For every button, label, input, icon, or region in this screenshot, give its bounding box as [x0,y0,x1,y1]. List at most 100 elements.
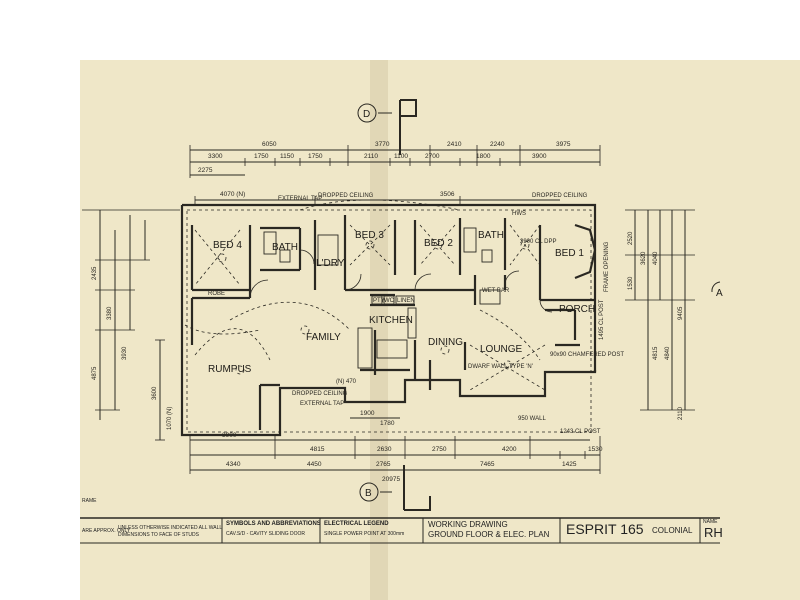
dimensions-right: 2520 3620 4040 1530 4840 9405 4815 2110 [628,231,684,420]
room-robe: ROBE [208,291,225,297]
grid-marker-d-label: D [363,109,370,120]
title-note-approx: ARE APPROX. ONLY [82,528,131,534]
dimension-lines-bottom [189,417,601,474]
symbols-row-1: CAV.S/D - CAVITY SLIDING DOOR [226,531,305,537]
door-swings [249,249,553,313]
drawing-ref: RH [704,525,723,540]
project-name: ESPRIT 165 [566,521,644,537]
dim-bottom1-2: 2630 [377,446,392,453]
grid-marker-a-label: A [716,288,723,299]
dim-top2-2: 1150 [280,153,294,160]
grid-marker-d [357,99,417,155]
dim-left-4: 3600 [152,386,158,400]
note-hws: HWS [512,211,526,217]
title-side-label: RAME [82,498,97,504]
dim-bottom-total: 20975 [382,476,400,483]
grid-marker-labels: D B A [363,109,723,499]
room-wc: WC [384,298,395,304]
dim-top3-0: 2275 [198,167,213,174]
room-bed3: BED 3 [355,230,384,241]
note-wall: 950 WALL [518,416,546,422]
dim-top2-0: 3300 [208,153,223,160]
title-block [80,517,720,544]
note-cl-post: 1495 CL POST [599,299,605,340]
dim-right-2: 4040 [653,251,659,265]
room-labels: BED 4 BATH L'DRY BED 3 BED 2 BATH BED 1 … [208,230,595,375]
project-style: COLONIAL [652,526,693,535]
dim-right-6: 4815 [653,346,659,360]
dim-right-5: 9405 [678,306,684,320]
building-walls [180,203,597,437]
title-note-1: UNLESS OTHERWISE INDICATED ALL WALL [118,525,223,531]
note-post: 1243 CL POST [560,429,601,435]
room-lounge: LOUNGE [480,344,523,355]
dim-bottom1-1: 4815 [310,446,325,453]
room-laundry: L'DRY [316,258,345,269]
dimensions-left: 2435 3380 3930 4875 3600 1070 (N) [92,266,173,430]
room-family: FAMILY [306,332,341,343]
note-external-tap: EXTERNAL TAP [278,196,322,202]
drawing-title-line-1: WORKING DRAWING [428,520,508,529]
room-bed2: BED 2 [424,238,453,249]
dim-top1-4: 3975 [556,141,571,148]
dim-bottom1-3: 2750 [432,446,447,453]
note-dropped-ceiling-2: DROPPED CEILING [532,193,588,199]
note-opening: (N) 470 [336,379,357,385]
room-bed1: BED 1 [555,248,584,259]
dim-bottom2-2: 2765 [376,461,391,468]
room-porch: PORCH [559,304,595,315]
dim-top2-8: 3900 [532,153,547,160]
fixtures [263,227,501,369]
grid-marker-a [711,281,721,293]
note-chamfered-post: 90x90 CHAMFERED POST [550,352,624,358]
electrical-legend-row-1: SINGLE POWER POINT AT 300mm [324,531,405,537]
dim-top4-0: 4070 (N) [220,191,245,198]
dim-bottom2-5: 1530 [588,446,603,453]
title-note-2: DIMENSIONS TO FACE OF STUDS [118,532,199,538]
dim-right-4: 4840 [665,346,671,360]
dimension-lines-right [625,209,695,411]
dim-bottom1-0: 3900 [222,432,237,439]
dim-top1-0: 6050 [262,141,277,148]
note-cl-dpp: 2900 CL DPP [520,239,556,245]
note-external-tap-2: EXTERNAL TAP [300,401,344,407]
dim-left-1: 3380 [107,306,113,320]
room-pantry: PTY [373,298,385,304]
note-frame-opening: FRAME OPENING [604,241,610,292]
dim-bottom2-4: 1425 [562,461,577,468]
paper-fold-shadow [370,60,388,600]
dim-top2-7: 1800 [476,153,491,160]
dim-top1-1: 3770 [375,141,390,148]
dim-left-0: 2435 [92,266,98,280]
dim-bottom-small-1: 1780 [380,420,395,427]
dim-bottom2-3: 7465 [480,461,495,468]
room-bath-2: BATH [478,230,504,241]
electrical-legend-title: ELECTRICAL LEGEND [324,521,389,527]
ref-label: NAME [703,519,718,525]
dimension-lines-left [82,209,180,441]
dimensions-bottom: 3900 4815 2630 2750 4200 4340 4450 2765 … [222,410,603,483]
dim-top2-1: 1750 [254,153,269,160]
dim-bottom-small-0: 1900 [360,410,375,417]
room-rumpus: RUMPUS [208,364,252,375]
room-kitchen: KITCHEN [369,315,413,326]
dim-top2-4: 2110 [364,153,378,160]
dim-right-1: 3620 [641,251,647,265]
dim-left-3: 4875 [92,366,98,380]
dim-right-3: 1530 [628,276,634,290]
symbols-title: SYMBOLS AND ABBREVIATIONS [226,521,321,527]
dim-bottom1-4: 4200 [502,446,517,453]
dim-bottom2-0: 4340 [226,461,241,468]
room-wet-bar: WET BAR [482,288,510,294]
dimensions-top: 6050 3770 2410 2240 3975 3300 1750 1150 … [198,141,571,198]
room-bath: BATH [272,242,298,253]
dim-bottom2-1: 4450 [307,461,322,468]
note-dwarf-wall: DWARF WALL TYPE 'N' [468,364,533,370]
note-dropped-ceiling-3: DROPPED CEILING [292,391,348,397]
dim-top2-5: 1100 [394,153,408,160]
room-bed4: BED 4 [213,240,242,251]
dim-left-2: 3930 [122,346,128,360]
dim-top2-6: 2700 [425,153,440,160]
room-linen: LINEN [397,298,415,304]
